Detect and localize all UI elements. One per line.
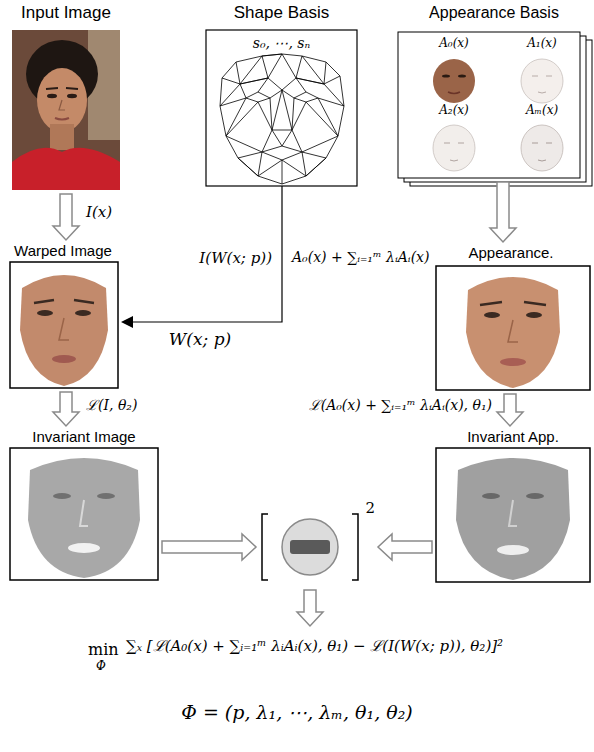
warp-connector <box>121 186 282 328</box>
invariant-face <box>28 458 140 578</box>
math-label: I(W(x; p)) <box>199 250 272 267</box>
basis-label: A₁(x) <box>527 37 557 50</box>
image-panel: Input Image <box>10 4 122 192</box>
image-panel: Appearance. <box>430 244 592 392</box>
edge-label: W(x; p) <box>167 330 233 349</box>
node-heading: Appearance. <box>468 245 553 262</box>
image-panel: Invariant Image <box>8 428 160 582</box>
block-arrow <box>162 534 256 560</box>
invariant-app-face <box>456 458 570 580</box>
node-heading: Appearance Basis <box>429 4 559 22</box>
basis-label: A₂(x) <box>439 104 469 117</box>
input-photo <box>12 30 120 190</box>
shape-mesh <box>220 54 344 184</box>
basis-label: A₀(x) <box>439 37 469 50</box>
block-arrow <box>497 394 523 426</box>
basis-faces <box>433 59 563 171</box>
image-panel: Invariant App. <box>434 428 592 584</box>
node-heading: Shape Basis <box>234 4 329 23</box>
appearance-face <box>466 277 560 388</box>
block-arrow <box>378 534 432 560</box>
node-heading: 2 <box>365 500 375 517</box>
edge-label: I(x) <box>84 204 114 221</box>
block-arrow <box>53 392 79 426</box>
warped-face <box>20 275 108 386</box>
basis-stack: Appearance Basis <box>396 4 592 180</box>
edge-label: ℒ(A₀(x) + ∑ᵢ₌₁ᵐ λᵢAᵢ(x), θ₁) <box>307 398 494 413</box>
operator-label: min <box>88 641 119 659</box>
basis-label: Aₘ(x) <box>526 104 558 117</box>
image-panel: Warped Image <box>6 242 120 390</box>
block-arrow <box>490 182 516 242</box>
subtract-node: 2 <box>258 500 376 586</box>
node-heading: Warped Image <box>14 243 112 260</box>
node-heading: Input Image <box>21 4 111 23</box>
parameter-formula: Φ = (p, λ₁, ⋯, λₘ, θ₁, θ₂) <box>181 702 412 723</box>
edge-label: ℒ(I, θ₂) <box>84 398 139 413</box>
objective-formula: ∑ₓ [ℒ(A₀(x) + ∑ᵢ₌₁ᵐ λᵢAᵢ(x), θ₁) − ℒ(I(W… <box>126 638 503 655</box>
basis-box: Shape Basis s₀, ⋯, sₙ <box>204 4 359 188</box>
block-arrow <box>53 194 79 240</box>
subtract-symbol <box>262 514 358 580</box>
block-arrow <box>297 590 323 626</box>
subscript-label: Φ <box>96 660 106 673</box>
node-formula: s₀, ⋯, sₙ <box>253 36 310 51</box>
math-label: A₀(x) + ∑ᵢ₌₁ᵐ λᵢAᵢ(x) <box>292 250 429 265</box>
node-heading: Invariant App. <box>467 429 559 446</box>
node-heading: Invariant Image <box>32 429 135 446</box>
